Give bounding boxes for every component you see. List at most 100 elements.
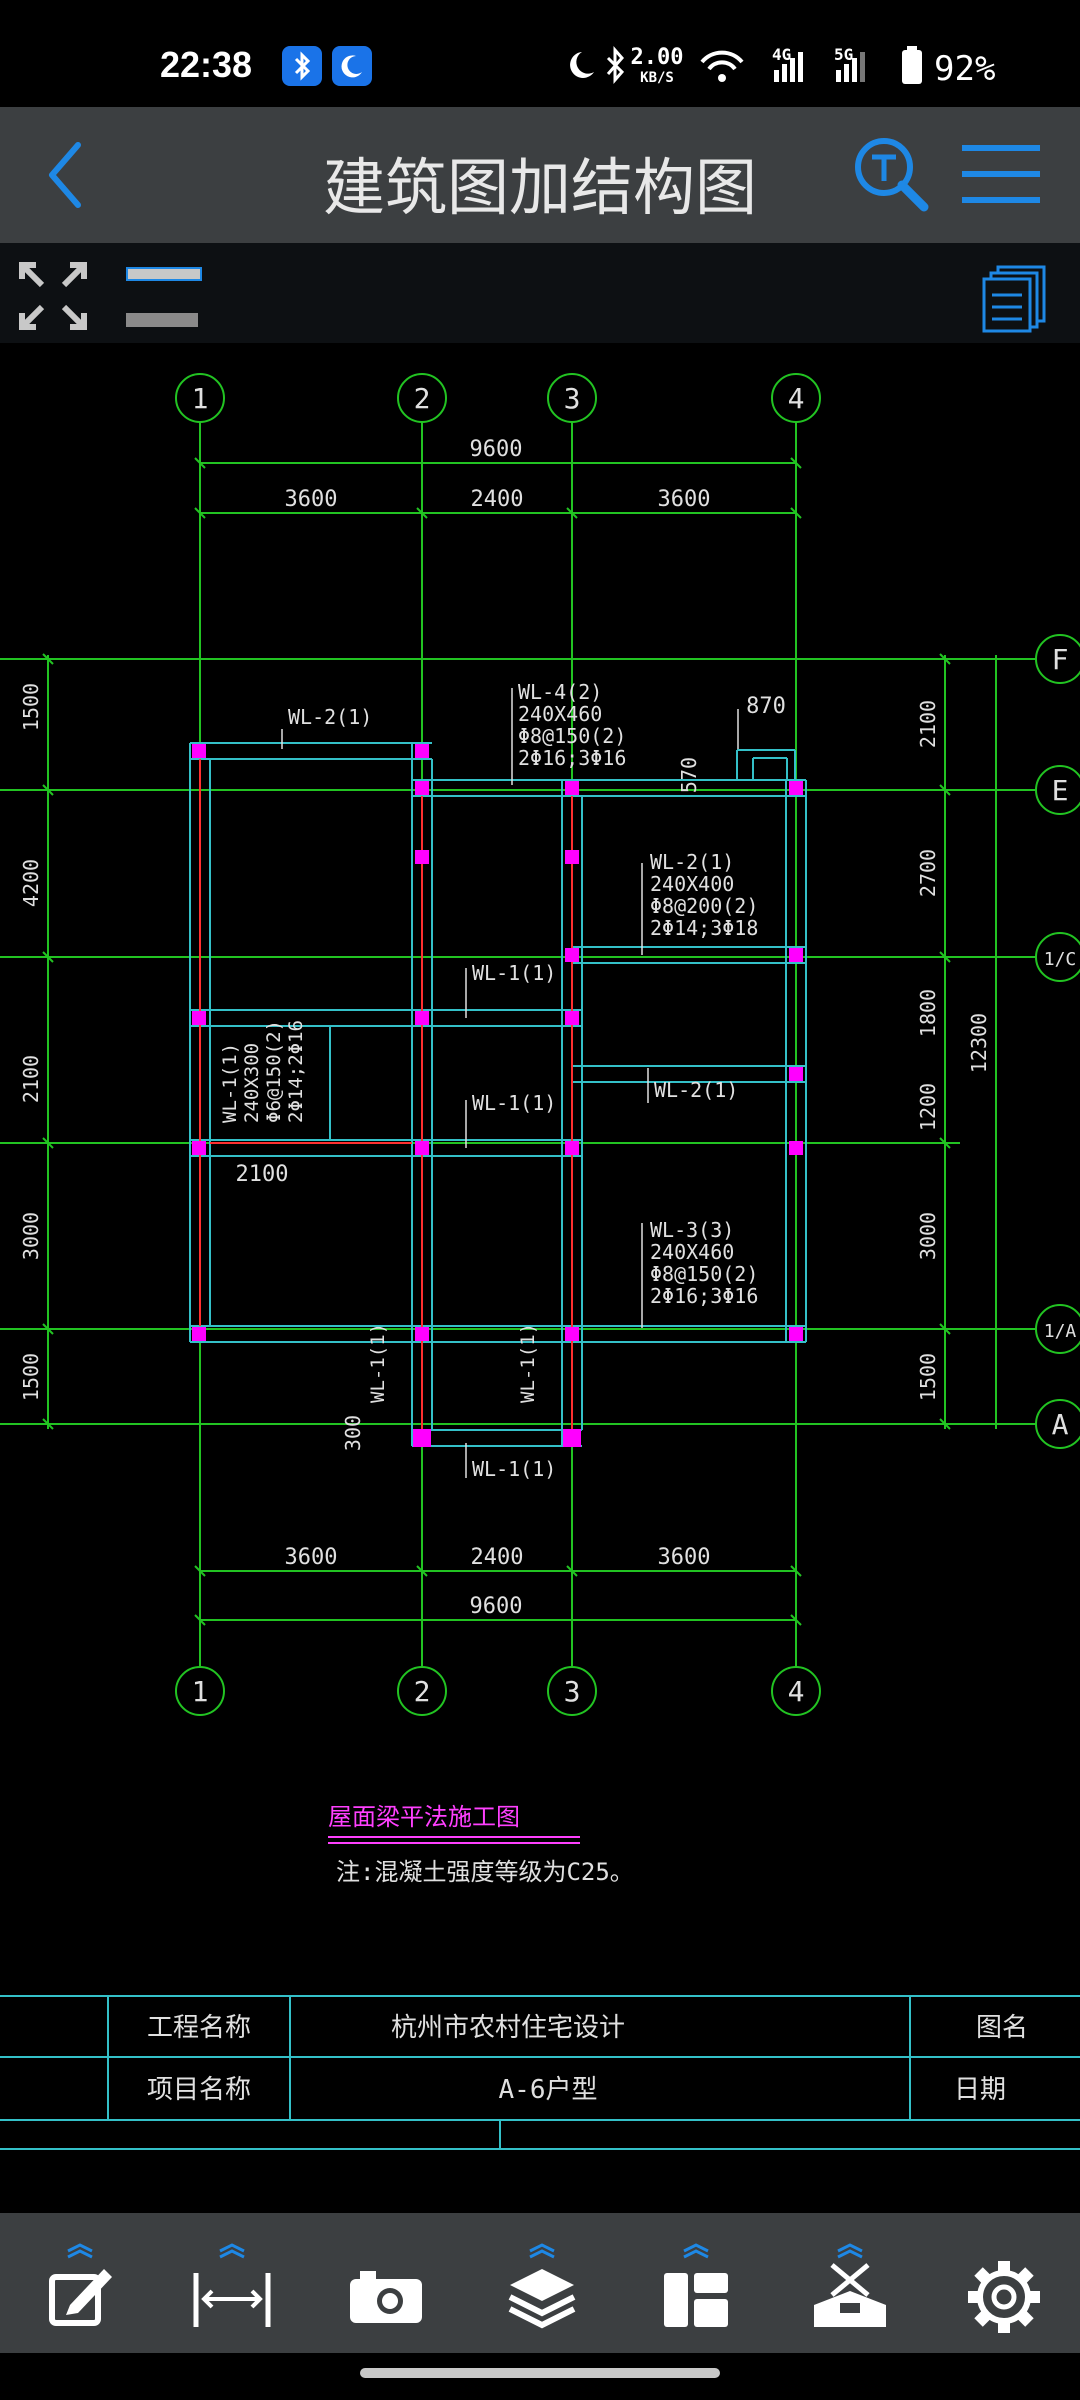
beam-label-wl2mid-3: Φ8@200(2) — [650, 894, 758, 918]
axis-label-F: F — [1052, 643, 1069, 676]
beam-label-wl1-c: WL-1(1) — [367, 1323, 389, 1403]
title-block — [0, 1995, 1080, 2150]
bottom-toolbar — [0, 2213, 1080, 2353]
beam-label-wl2mid-1: WL-2(1) — [650, 850, 734, 874]
dim-top-span-3: 3600 — [658, 487, 711, 512]
layers-list-icon[interactable] — [980, 263, 1050, 333]
status-icons: 2.00 KB/S 4G 5G 92% — [570, 45, 995, 89]
axis-bubble-bottom-2 — [397, 1666, 447, 1716]
axis-bubble-1C — [1035, 932, 1080, 982]
beam-label-wl3-1: WL-3(3) — [650, 1218, 734, 1242]
axis-label-top-1: 1 — [192, 382, 209, 415]
dim-right-1: 2100 — [916, 700, 940, 748]
gesture-bar[interactable] — [360, 2368, 720, 2378]
dim-bottom-span-3: 3600 — [658, 1545, 711, 1570]
tb-item-label: 项目名称 — [147, 2075, 251, 2105]
edit-icon[interactable] — [40, 2243, 120, 2333]
dim-bottom-total: 9600 — [470, 1594, 523, 1619]
net-speed-unit: KB/S — [640, 70, 674, 86]
signal2-icon — [836, 52, 865, 82]
menu-icon[interactable] — [962, 141, 1040, 207]
beam-label-wl2mid-4: 2Φ14;3Φ18 — [650, 916, 758, 940]
dim-right-total: 12300 — [967, 1013, 991, 1073]
net1-label: 4G — [772, 45, 791, 64]
bluetooth-icon — [606, 46, 625, 84]
line-weight-indicator[interactable] — [126, 267, 202, 281]
net2-label: 5G — [834, 45, 853, 64]
status-bar: 22:38 2.00 KB/S 4G 5G 92% — [0, 0, 1080, 107]
dim-300: 300 — [341, 1415, 365, 1451]
beam-label-wl3-3: Φ8@150(2) — [650, 1262, 758, 1286]
axis-label-bottom-3: 3 — [564, 1675, 581, 1708]
beam-label-wl1-e: WL-1(1) — [472, 1457, 556, 1481]
beam-label-wl4-4: 2Φ16;3Φ16 — [518, 746, 626, 770]
dim-870: 870 — [746, 694, 786, 719]
axis-label-bottom-4: 4 — [788, 1675, 805, 1708]
dim-left-4: 3000 — [19, 1212, 43, 1260]
layout-icon[interactable] — [656, 2243, 736, 2333]
bluetooth-badge-icon — [282, 46, 322, 86]
beam-label-wl2mid-2: 240X400 — [650, 872, 734, 896]
axis-label-top-2: 2 — [414, 382, 431, 415]
tb-item-value: A-6户型 — [499, 2075, 598, 2105]
plan-note: 注:混凝土强度等级为C25。 — [336, 1858, 634, 1886]
line-style-indicator[interactable] — [126, 313, 198, 327]
dim-right-6: 1500 — [916, 1353, 940, 1401]
dim-right-5: 3000 — [916, 1212, 940, 1260]
page-title: 建筑图加结构图 — [322, 151, 757, 224]
tools-icon[interactable] — [810, 2243, 890, 2333]
dim-left-1: 1500 — [19, 683, 43, 731]
beam-label-wl4-1: WL-4(2) — [518, 680, 602, 704]
axis-label-top-4: 4 — [788, 382, 805, 415]
beam-label-wl1v-2: 240X300 — [241, 1043, 263, 1123]
beam-label-wl1-a: WL-1(1) — [472, 961, 556, 985]
tool-strip — [0, 243, 1080, 343]
dim-left-2: 4200 — [19, 859, 43, 907]
beam-label-wl2-low: WL-2(1) — [654, 1078, 738, 1102]
axis-label-E: E — [1052, 774, 1069, 807]
camera-icon[interactable] — [346, 2243, 426, 2333]
axis-bubbles — [175, 373, 1080, 1716]
beam-label-wl1-d: WL-1(1) — [517, 1323, 539, 1403]
net-speed-value: 2.00 — [631, 45, 684, 70]
axis-bubble-A — [1035, 1399, 1080, 1449]
back-icon[interactable] — [40, 137, 100, 213]
axis-bubble-E — [1035, 765, 1080, 815]
fullscreen-icon[interactable] — [18, 261, 88, 331]
beam-label-wl1v-4: 2Φ14;2Φ16 — [285, 1020, 307, 1123]
dim-right-4: 1200 — [916, 1083, 940, 1131]
dim-570: 570 — [677, 757, 701, 793]
axis-bubble-1A — [1035, 1304, 1080, 1354]
beam-label-wl1v-3: Φ6@150(2) — [263, 1020, 285, 1123]
dim-bottom-span-1: 3600 — [285, 1545, 338, 1570]
beam-label-wl1-b: WL-1(1) — [472, 1091, 556, 1115]
axis-label-top-3: 3 — [564, 382, 581, 415]
beam-label-wl4-3: Φ8@150(2) — [518, 724, 626, 748]
dim-top-total: 9600 — [470, 437, 523, 462]
beam-label-wl1v-1: WL-1(1) — [219, 1043, 241, 1123]
tb-project-value: 杭州市农村住宅设计 — [391, 2013, 625, 2043]
axis-label-1A: 1/A — [1044, 1321, 1077, 1342]
beam-label-wl3-2: 240X460 — [650, 1240, 734, 1264]
dnd-moon-icon — [570, 52, 594, 78]
search-icon[interactable] — [850, 133, 930, 213]
battery-percent: 92% — [934, 49, 995, 89]
beam-label-wl3-4: 2Φ16;3Φ16 — [650, 1284, 758, 1308]
columns — [192, 744, 803, 1447]
app-header: 建筑图加结构图 — [0, 107, 1080, 243]
tb-date-label: 日期 — [954, 2075, 1006, 2105]
dim-left-5: 1500 — [19, 1353, 43, 1401]
dim-right-2: 2700 — [916, 849, 940, 897]
wifi-icon — [700, 50, 744, 71]
drawing-canvas[interactable]: 1 2 3 4 1 2 3 4 F E 1/C 1/A A 9600 3600 … — [0, 343, 1080, 2213]
signal1-icon — [774, 52, 803, 82]
axis-bubble-bottom-1 — [175, 1666, 225, 1716]
settings-icon[interactable] — [964, 2243, 1044, 2333]
axis-bubble-top-1 — [175, 373, 225, 423]
dim-bottom-span-2: 2400 — [471, 1545, 524, 1570]
axis-bubble-top-2 — [397, 373, 447, 423]
measure-icon[interactable] — [192, 2243, 272, 2333]
layers-icon[interactable] — [502, 2243, 582, 2333]
plan-title: 屋面梁平法施工图 — [328, 1803, 520, 1831]
tb-project-label: 工程名称 — [147, 2013, 251, 2043]
